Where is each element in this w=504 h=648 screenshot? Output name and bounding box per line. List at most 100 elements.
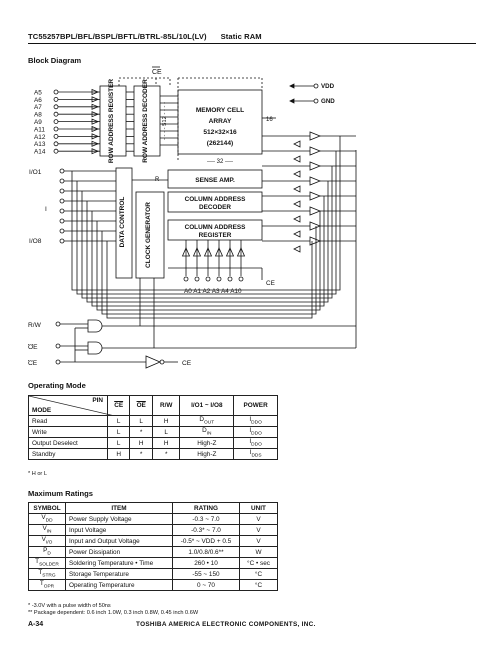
operating-mode-cell: L bbox=[106, 437, 131, 449]
operating-mode-cell: IDDS bbox=[233, 448, 278, 460]
address-pin-terminal bbox=[53, 111, 59, 117]
memory-cell-line-4: (262144) bbox=[207, 140, 233, 147]
max-ratings-cell: 260 • 10 bbox=[172, 557, 240, 569]
address-buffer bbox=[91, 88, 100, 96]
io-pin-terminal bbox=[59, 228, 65, 234]
operating-mode-cell: Standby bbox=[28, 448, 108, 460]
output-buffer bbox=[309, 236, 322, 246]
pin-label: PIN bbox=[92, 397, 103, 404]
io-mid-label: I bbox=[45, 206, 47, 213]
max-ratings-note-1: * -3.0V with a pulse width of 50ns bbox=[28, 603, 111, 609]
oe-label: OE bbox=[28, 344, 38, 351]
operating-mode-cell: H bbox=[106, 448, 131, 460]
bus-lines bbox=[71, 136, 341, 348]
operating-mode-title: Operating Mode bbox=[28, 381, 86, 390]
ce-pin-label: CE bbox=[28, 360, 38, 367]
pin-mode-corner: PIN MODE bbox=[28, 395, 115, 416]
output-buffer bbox=[309, 131, 322, 141]
operating-mode-cell: H bbox=[129, 437, 154, 449]
io8-label: I/O8 bbox=[29, 238, 42, 245]
reg-dec-lines bbox=[126, 91, 178, 152]
input-buffer bbox=[293, 245, 301, 253]
operating-mode-table: PIN MODE CE OE R/W I/O1 ~ I/O8 POWER Rea… bbox=[28, 395, 278, 460]
operating-mode-cell: L bbox=[152, 426, 181, 438]
company-name: TOSHIBA AMERICA ELECTRONIC COMPONENTS, I… bbox=[136, 621, 316, 628]
max-ratings-cell: -0.3* ~ 7.0 bbox=[172, 524, 240, 536]
operating-mode-cell: L bbox=[129, 415, 154, 427]
column-buffers bbox=[168, 240, 263, 282]
vdd-label: VDD bbox=[321, 83, 335, 90]
operating-mode-cell: DIN bbox=[179, 426, 235, 438]
io-bus-line bbox=[86, 181, 329, 303]
io-pin-terminal bbox=[59, 188, 65, 194]
ce-top-label: CE bbox=[152, 69, 162, 76]
dim-512: - - - - 512 - - - - bbox=[162, 102, 168, 140]
max-ratings-cell: 1.0/0.8/0.6** bbox=[172, 546, 240, 558]
address-pin-label: A12 bbox=[34, 134, 46, 141]
row-address-decoder-label: ROW ADDRESS DECODER bbox=[142, 79, 149, 163]
operating-mode-cell: L bbox=[106, 426, 131, 438]
max-ratings-cell: °C • sec bbox=[239, 557, 278, 569]
operating-mode-cell: IDDO bbox=[233, 426, 278, 438]
output-buffer bbox=[309, 176, 322, 186]
output-buffer bbox=[309, 191, 322, 201]
col-buffer bbox=[181, 247, 191, 257]
col-buffer bbox=[192, 247, 202, 257]
col-buffer bbox=[236, 247, 246, 257]
io-pin-terminal bbox=[59, 168, 65, 174]
row-address-register-label: ROW ADDRESS REGISTER bbox=[108, 79, 115, 164]
max-ratings-cell: VIN bbox=[28, 524, 66, 536]
column-register-line-2: REGISTER bbox=[199, 232, 232, 239]
input-buffer bbox=[293, 230, 301, 238]
header-rule bbox=[28, 43, 476, 44]
address-pin-label: A5 bbox=[34, 89, 42, 96]
operating-mode-cell: L bbox=[106, 415, 131, 427]
column-decoder-box bbox=[167, 191, 263, 213]
col-unit: UNIT bbox=[239, 502, 278, 514]
io-bus-line bbox=[91, 196, 325, 307]
operating-mode-cell: DOUT bbox=[179, 415, 235, 427]
col-symbol: SYMBOL bbox=[28, 502, 66, 514]
col-pin-terminal bbox=[227, 276, 233, 282]
address-pin-label: A8 bbox=[34, 112, 42, 119]
max-ratings-cell: Input and Output Voltage bbox=[65, 535, 173, 547]
input-buffer bbox=[293, 200, 301, 208]
rw-label: R/W bbox=[28, 322, 42, 329]
col-rw: R/W bbox=[152, 395, 181, 416]
header-subtitle: Static RAM bbox=[220, 32, 262, 41]
max-ratings-cell: TSOLDER bbox=[28, 557, 66, 569]
max-ratings-cell: Input Voltage bbox=[65, 524, 173, 536]
io-bus-line bbox=[71, 136, 341, 291]
operating-mode-cell: * bbox=[129, 448, 154, 460]
max-ratings-cell: Power Dissipation bbox=[65, 546, 173, 558]
and-gate-1 bbox=[87, 319, 103, 333]
max-ratings-cell: VI/O bbox=[28, 535, 66, 547]
block-diagram-title: Block Diagram bbox=[28, 56, 82, 65]
output-buffers bbox=[262, 131, 356, 253]
ce-bottom-label: CE bbox=[182, 360, 192, 367]
r-label: R bbox=[155, 177, 160, 183]
max-ratings-cell: °C bbox=[239, 568, 278, 580]
max-ratings-cell: Storage Temperature bbox=[65, 568, 173, 580]
max-ratings-cell: -55 ~ 150 bbox=[172, 568, 240, 580]
io1-label: I/O1 bbox=[29, 169, 42, 176]
io-pin-terminal bbox=[59, 238, 65, 244]
column-register-box bbox=[167, 219, 263, 241]
operating-mode-cell: High-Z bbox=[179, 437, 235, 449]
io-bus-line bbox=[106, 241, 313, 319]
address-pin-terminal bbox=[53, 119, 59, 124]
operating-mode-cell: Read bbox=[28, 415, 108, 427]
dim-16: 16 bbox=[266, 117, 273, 123]
address-pin-terminal bbox=[53, 133, 59, 139]
max-ratings-cell: -0.3 ~ 7.0 bbox=[172, 513, 240, 525]
col-item: ITEM bbox=[65, 502, 173, 514]
